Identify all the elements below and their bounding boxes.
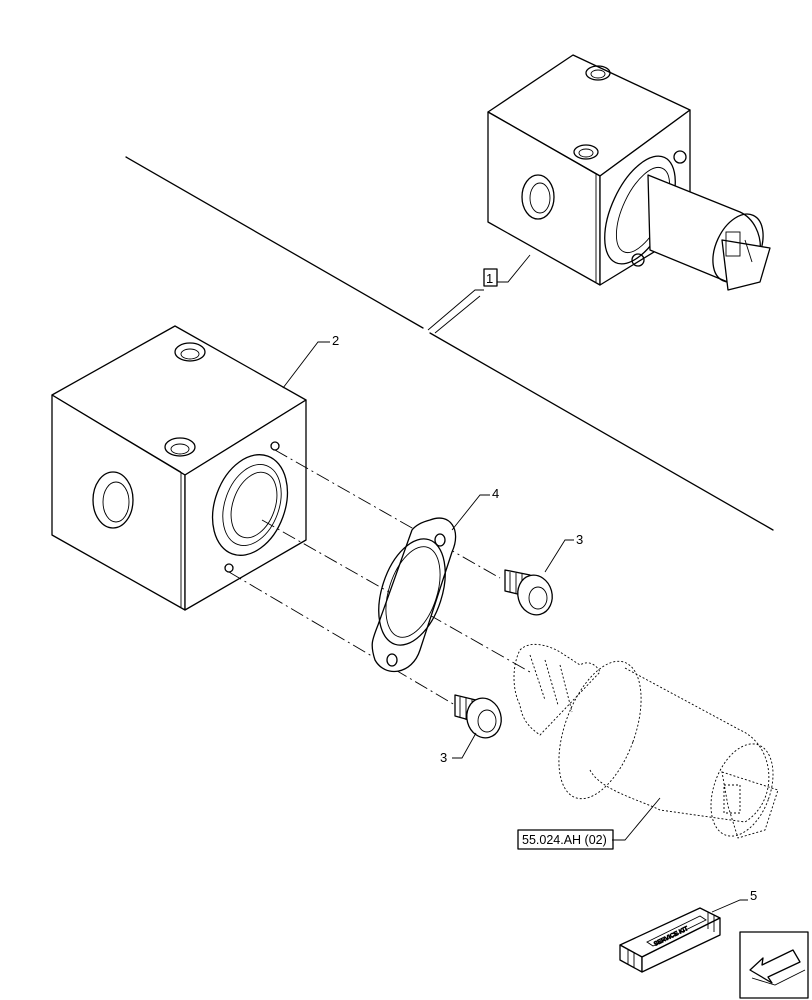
gasket <box>371 517 457 673</box>
screw-upper <box>504 569 553 616</box>
callout-3-upper: 3 <box>544 532 583 573</box>
callout-1: 1 <box>427 254 531 334</box>
callout-2: 2 <box>282 333 339 389</box>
screw-lower <box>454 694 502 739</box>
solenoid-valve-reference <box>513 643 779 839</box>
callout-3-lower-label: 3 <box>440 750 447 765</box>
callout-5: 5 <box>711 888 757 913</box>
callout-3-lower: 3 <box>440 732 477 765</box>
valve-block <box>51 325 307 611</box>
reference-callout: 55.024.AH (02) <box>517 797 661 850</box>
reference-label: 55.024.AH (02) <box>522 833 607 847</box>
callout-5-label: 5 <box>750 888 757 903</box>
callout-2-label: 2 <box>332 333 339 348</box>
arrow-left-down-icon[interactable] <box>739 931 809 999</box>
callout-4: 4 <box>451 486 499 531</box>
callout-3-upper-label: 3 <box>576 532 583 547</box>
callout-4-label: 4 <box>492 486 499 501</box>
callout-1-label: 1 <box>486 271 493 286</box>
assembled-valve-block <box>487 54 771 291</box>
service-kit-box: SERVICE KIT <box>619 907 721 973</box>
section-divider-line <box>125 156 774 531</box>
